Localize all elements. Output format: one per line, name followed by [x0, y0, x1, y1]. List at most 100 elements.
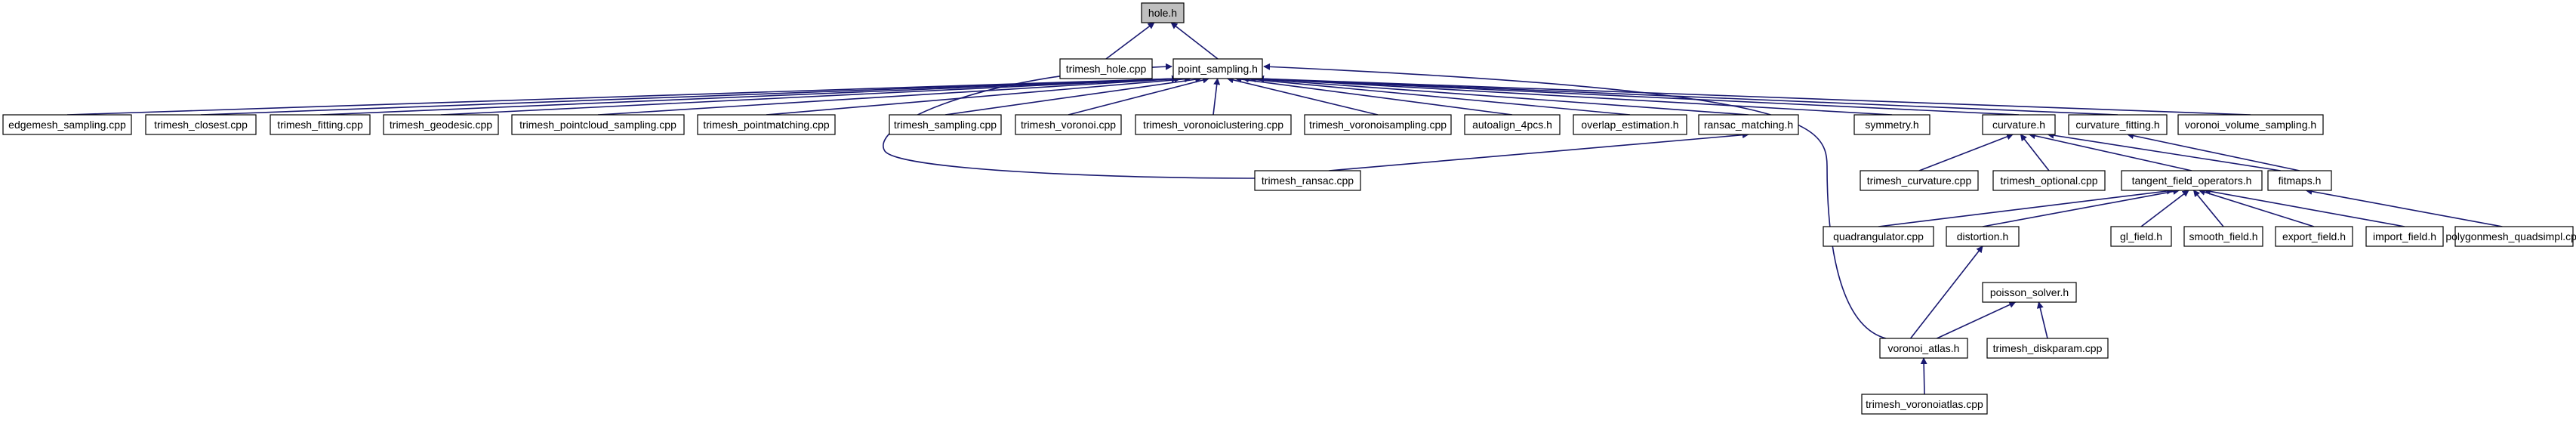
edge-tangent-field-operators-h-to-curvature-h [2028, 132, 2192, 171]
node-box[interactable] [2365, 226, 2444, 247]
edge-arrow [883, 63, 1256, 179]
node-import-field-h[interactable]: import_field.h [2365, 226, 2444, 247]
edge-trimesh-pointmatching-cpp-to-point-sampling-h [766, 76, 1192, 116]
node-trimesh-closest-cpp[interactable]: trimesh_closest.cpp [145, 114, 257, 135]
edge-trimesh-pointcloud-sampling-cpp-to-point-sampling-h [597, 76, 1182, 116]
node-box[interactable] [1946, 226, 2020, 247]
node-label: trimesh_voronoiclustering.cpp [1143, 119, 1283, 131]
node-box[interactable] [2275, 226, 2353, 247]
node-box[interactable] [2183, 226, 2263, 247]
edge-arrow [1328, 131, 1749, 171]
node-box[interactable] [2, 114, 132, 135]
node-box[interactable] [383, 114, 499, 135]
edge-symmetry-h-to-point-sampling-h [1257, 75, 1893, 116]
node-gl-field-h[interactable]: gl_field.h [2110, 226, 2172, 247]
node-box[interactable] [1464, 114, 1561, 135]
node-box[interactable] [2454, 226, 2574, 247]
node-trimesh-voronoiatlas-cpp[interactable]: trimesh_voronoiatlas.cpp [1861, 394, 1988, 415]
node-box[interactable] [697, 114, 836, 135]
edge-trimesh-voronoisampling-cpp-to-point-sampling-h [1226, 76, 1379, 116]
node-box[interactable] [1135, 114, 1292, 135]
node-box[interactable] [1823, 226, 1934, 247]
node-symmetry-h[interactable]: symmetry.h [1853, 114, 1930, 135]
node-trimesh-voronoiclustering-cpp[interactable]: trimesh_voronoiclustering.cpp [1135, 114, 1292, 135]
edge-arrow [2047, 131, 2281, 171]
node-poisson-solver-h[interactable]: poisson_solver.h [1982, 282, 2077, 303]
node-box[interactable] [1982, 282, 2077, 303]
edge-arrow [319, 75, 1179, 116]
node-voronoi-atlas-h[interactable]: voronoi_atlas.h [1879, 338, 1968, 359]
node-trimesh-voronoisampling-cpp[interactable]: trimesh_voronoisampling.cpp [1304, 114, 1452, 135]
node-box[interactable] [2068, 114, 2168, 135]
node-fitmaps-h[interactable]: fitmaps.h [2267, 170, 2332, 191]
node-distortion-h[interactable]: distortion.h [1946, 226, 2020, 247]
node-box[interactable] [511, 114, 685, 135]
node-curvature-fitting-h[interactable]: curvature_fitting.h [2068, 114, 2168, 135]
edge-trimesh-ransac-cpp-to-ransac-matching-h [1328, 131, 1749, 171]
node-trimesh-fitting-cpp[interactable]: trimesh_fitting.cpp [270, 114, 371, 135]
node-box[interactable] [1879, 338, 1968, 359]
edge-trimesh-optional-cpp-to-curvature-h [2020, 134, 2050, 171]
node-box[interactable] [1141, 2, 1185, 23]
node-label: trimesh_hole.cpp [1066, 63, 1147, 75]
node-quadrangulator-cpp[interactable]: quadrangulator.cpp [1823, 226, 1934, 247]
node-edgemesh-sampling-cpp[interactable]: edgemesh_sampling.cpp [2, 114, 132, 135]
node-box[interactable] [145, 114, 257, 135]
node-curvature-h[interactable]: curvature.h [1982, 114, 2056, 135]
node-hole-h[interactable]: hole.h [1141, 2, 1185, 23]
node-box[interactable] [2267, 170, 2332, 191]
node-label: voronoi_volume_sampling.h [2185, 119, 2316, 131]
node-box[interactable] [1304, 114, 1452, 135]
edge-arrow [1105, 22, 1155, 60]
node-box[interactable] [1861, 394, 1988, 415]
node-label: trimesh_fitting.cpp [277, 119, 363, 131]
node-box[interactable] [270, 114, 371, 135]
node-box[interactable] [2177, 114, 2324, 135]
node-box[interactable] [1172, 58, 1263, 79]
edge-arrow [1257, 75, 2251, 116]
node-voronoi-volume-sampling-h[interactable]: voronoi_volume_sampling.h [2177, 114, 2324, 135]
node-tangent-field-operators-h[interactable]: tangent_field_operators.h [2121, 170, 2263, 191]
node-box[interactable] [1982, 114, 2056, 135]
edge-voronoi-volume-sampling-h-to-point-sampling-h [1257, 75, 2251, 116]
edge-arrow [1918, 133, 2014, 171]
node-trimesh-hole-cpp[interactable]: trimesh_hole.cpp [1059, 58, 1153, 79]
node-box[interactable] [1698, 114, 1799, 135]
node-trimesh-diskparam-cpp[interactable]: trimesh_diskparam.cpp [1986, 338, 2109, 359]
node-box[interactable] [1986, 338, 2109, 359]
node-point-sampling-h[interactable]: point_sampling.h [1172, 58, 1263, 79]
node-polygonmesh-quadsimpl-cpp[interactable]: polygonmesh_quadsimpl.cpp [2445, 226, 2576, 247]
node-trimesh-pointcloud-sampling-cpp[interactable]: trimesh_pointcloud_sampling.cpp [511, 114, 685, 135]
node-box[interactable] [2121, 170, 2263, 191]
node-ransac-matching-h[interactable]: ransac_matching.h [1698, 114, 1799, 135]
node-autoalign-4pcs-h[interactable]: autoalign_4pcs.h [1464, 114, 1561, 135]
node-label: tangent_field_operators.h [2132, 174, 2252, 187]
node-box[interactable] [1853, 114, 1930, 135]
node-overlap-estimation-h[interactable]: overlap_estimation.h [1573, 114, 1687, 135]
node-label: autoalign_4pcs.h [1472, 119, 1552, 131]
node-trimesh-curvature-cpp[interactable]: trimesh_curvature.cpp [1860, 170, 1979, 191]
node-trimesh-ransac-cpp[interactable]: trimesh_ransac.cpp [1254, 170, 1361, 191]
node-trimesh-sampling-cpp[interactable]: trimesh_sampling.cpp [889, 114, 1002, 135]
node-box[interactable] [1860, 170, 1979, 191]
node-export-field-h[interactable]: export_field.h [2275, 226, 2353, 247]
node-label: trimesh_pointmatching.cpp [703, 119, 830, 131]
node-label: overlap_estimation.h [1581, 119, 1678, 131]
edge-arrow [1249, 76, 1749, 116]
node-trimesh-geodesic-cpp[interactable]: trimesh_geodesic.cpp [383, 114, 499, 135]
node-box[interactable] [1573, 114, 1687, 135]
node-label: trimesh_ransac.cpp [1262, 174, 1354, 187]
node-trimesh-voronoi-cpp[interactable]: trimesh_voronoi.cpp [1015, 114, 1122, 135]
node-trimesh-pointmatching-cpp[interactable]: trimesh_pointmatching.cpp [697, 114, 836, 135]
node-box[interactable] [1254, 170, 1361, 191]
edge-trimesh-sampling-cpp-to-point-sampling-h [944, 76, 1203, 116]
node-box[interactable] [1059, 58, 1153, 79]
node-box[interactable] [2110, 226, 2172, 247]
node-box[interactable] [1992, 170, 2106, 191]
edge-trimesh-fitting-cpp-to-point-sampling-h [319, 75, 1179, 116]
node-box[interactable] [1015, 114, 1122, 135]
node-trimesh-optional-cpp[interactable]: trimesh_optional.cpp [1992, 170, 2106, 191]
node-smooth-field-h[interactable]: smooth_field.h [2183, 226, 2263, 247]
node-box[interactable] [889, 114, 1002, 135]
edge-ransac-matching-h-to-point-sampling-h [1249, 76, 1749, 116]
